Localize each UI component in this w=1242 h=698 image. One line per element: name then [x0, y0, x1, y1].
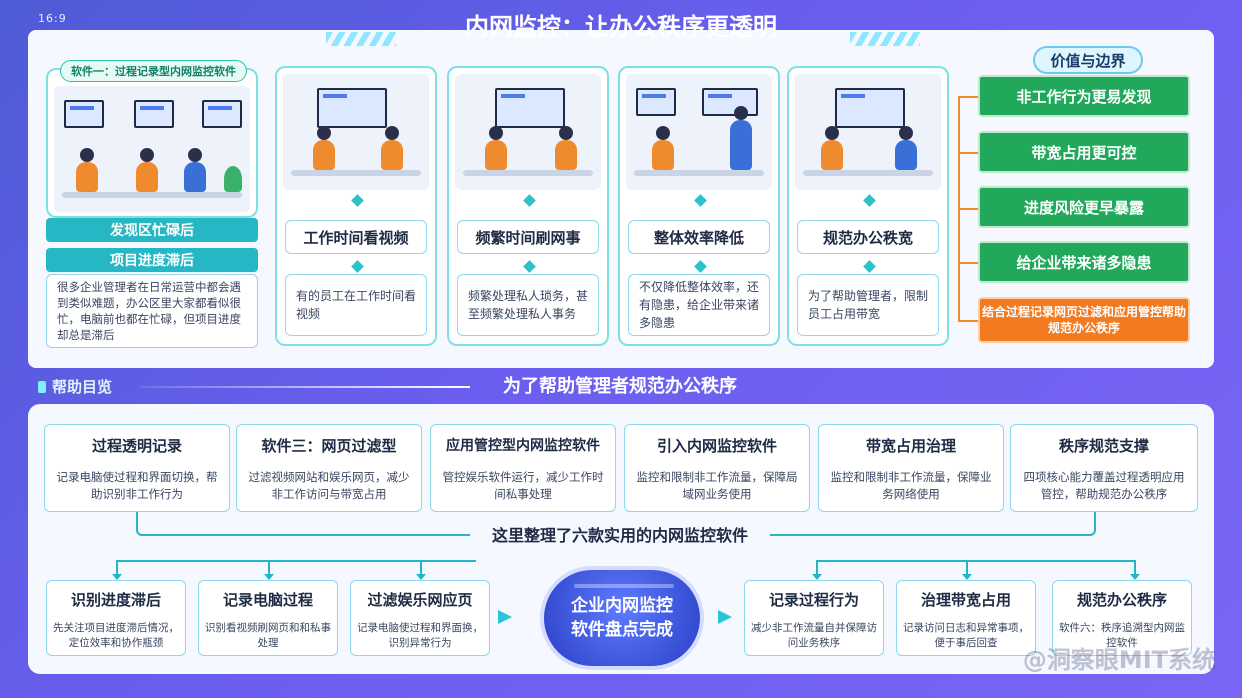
- step-card: 识别进度滞后 先关注项目进度滞后情况，定位效率和协作瓶颈: [46, 580, 186, 656]
- card-desc: 为了帮助管理者，限制员工占用带宽: [797, 274, 939, 336]
- feature-desc: 记录电脑使过程和界面切换，帮助识别非工作行为: [56, 470, 218, 501]
- connector-diamond: [523, 194, 536, 207]
- feature-desc: 过滤视频网站和娱乐网页，减少非工作访问与带宽占用: [248, 470, 410, 501]
- card-desc: 有的员工在工作时间看视频: [285, 274, 427, 336]
- drop-arrow: [112, 560, 122, 580]
- band-label: 帮助目览: [38, 376, 112, 397]
- step-title: 治理带宽占用: [920, 591, 1011, 609]
- office-scene-illustration: [54, 86, 250, 212]
- drop-arrow: [962, 560, 972, 580]
- feature-desc: 监控和限制非工作流量，保障局域网业务使用: [636, 470, 798, 501]
- feature-card: 软件三：网页过滤型 过滤视频网站和娱乐网页，减少非工作访问与带宽占用: [236, 424, 422, 512]
- band-divider: [140, 386, 470, 388]
- card-desc: 不仅降低整体效率，还有隐患，给企业带来诸多隐患: [628, 274, 770, 336]
- step-title: 过滤娱乐网应页: [367, 591, 473, 609]
- efficiency-scene-illustration: [626, 74, 772, 190]
- feature-title: 引入内网监控软件: [656, 437, 777, 455]
- card-caption: 频繁时间刷网事: [457, 220, 599, 254]
- connector-diamond: [351, 194, 364, 207]
- value-item: 给企业带来诸多隐患: [978, 241, 1190, 283]
- watermark: @洞察眼MIT系统: [1022, 646, 1216, 674]
- value-connector-tick: [958, 208, 978, 210]
- aspect-tag: 16:9: [38, 12, 67, 25]
- discovery-bar: 发现区忙碌后: [46, 218, 258, 242]
- feature-desc: 管控娱乐软件运行，减少工作时间私事处理: [442, 470, 604, 501]
- feature-desc: 监控和限制非工作流量，保障业务网络使用: [830, 470, 992, 501]
- feature-title: 应用管控型内网监控软件: [446, 438, 600, 454]
- feature-desc: 四项核心能力覆盖过程透明应用管控，帮助规范办公秩序: [1023, 470, 1185, 501]
- center-summary-badge: 企业内网监控 软件盘点完成: [540, 566, 704, 670]
- card-desc: 频繁处理私人琐务，甚至频繁处理私人事务: [457, 274, 599, 336]
- feature-title: 带宽占用治理: [865, 437, 956, 455]
- connector-diamond: [351, 260, 364, 273]
- step-title: 记录过程行为: [768, 591, 859, 609]
- card-caption: 工作时间看视频: [285, 220, 427, 254]
- browsing-scene-illustration: [455, 74, 601, 190]
- feature-title: 软件三：网页过滤型: [261, 437, 397, 455]
- card-caption: 规范办公秩宽: [797, 220, 939, 254]
- feature-card: 秩序规范支撑 四项核心能力覆盖过程透明应用管控，帮助规范办公秩序: [1010, 424, 1198, 512]
- step-title: 记录电脑过程: [222, 591, 313, 609]
- value-item: 非工作行为更易发现: [978, 75, 1190, 117]
- feature-title: 秩序规范支撑: [1058, 437, 1149, 455]
- connector-diamond: [694, 260, 707, 273]
- value-connector-tick: [958, 96, 978, 98]
- center-line-1: 企业内网监控: [571, 596, 673, 616]
- value-connector-tick: [958, 262, 978, 264]
- video-scene-illustration: [283, 74, 429, 190]
- step-card: 记录过程行为 减少非工作流量自并保障访问业务秩序: [744, 580, 884, 656]
- feature-card: 引入内网监控软件 监控和限制非工作流量，保障局域网业务使用: [624, 424, 810, 512]
- step-desc: 软件六：秩序追溯型内网监控软件: [1059, 622, 1185, 649]
- delay-bar: 项目进度滞后: [46, 248, 258, 272]
- center-line-2: 软件盘点完成: [571, 620, 673, 640]
- step-title: 识别进度滞后: [70, 591, 161, 609]
- arrow-right-icon: [498, 610, 512, 624]
- step-card: 治理带宽占用 记录访问日志和异常事项，便于事后回查: [896, 580, 1036, 656]
- summary-text: 这里整理了六款实用的内网监控软件: [470, 523, 770, 549]
- card-caption: 整体效率降低: [628, 220, 770, 254]
- value-item: 进度风险更早暴露: [978, 186, 1190, 228]
- card-video: 工作时间看视频 有的员工在工作时间看视频: [275, 66, 437, 346]
- value-connector-tick: [958, 320, 978, 322]
- value-highlight: 结合过程记录网页过滤和应用管控帮助规范办公秩序: [978, 297, 1190, 343]
- bandwidth-scene-illustration: [795, 74, 941, 190]
- title-stripes-left: [326, 32, 396, 46]
- connector-diamond: [694, 194, 707, 207]
- step-title: 规范办公秩序: [1076, 591, 1167, 609]
- feature-title: 过程透明记录: [91, 437, 182, 455]
- value-title: 价值与边界: [1033, 46, 1143, 74]
- feature-card: 过程透明记录 记录电脑使过程和界面切换，帮助识别非工作行为: [44, 424, 230, 512]
- step-desc: 记录电脑使过程和界面换，识别异常行为: [357, 622, 483, 649]
- feature-card: 应用管控型内网监控软件 管控娱乐软件运行，减少工作时间私事处理: [430, 424, 616, 512]
- step-desc: 识别看视频刷网页和和私事处理: [205, 622, 331, 649]
- step-desc: 先关注项目进度滞后情况，定位效率和协作瓶颈: [53, 622, 179, 649]
- drop-arrow: [416, 560, 426, 580]
- step-desc: 减少非工作流量自并保障访问业务秩序: [751, 622, 877, 649]
- software-one-desc: 很多企业管理者在日常运营中都会遇到类似难题，办公区里大家都看似很忙，电脑前也都在…: [46, 274, 258, 348]
- card-bandwidth: 规范办公秩宽 为了帮助管理者，限制员工占用带宽: [787, 66, 949, 346]
- value-connector-tick: [958, 152, 978, 154]
- card-browsing: 频繁时间刷网事 频繁处理私人琐务，甚至频繁处理私人事务: [447, 66, 609, 346]
- split-line-right: [816, 560, 1136, 562]
- band-title: 为了帮助管理者规范办公秩序: [503, 376, 737, 397]
- step-desc: 记录访问日志和异常事项，便于事后回查: [903, 622, 1029, 649]
- title-stripes-right: [850, 32, 920, 46]
- step-card: 记录电脑过程 识别看视频刷网页和和私事处理: [198, 580, 338, 656]
- step-card: 规范办公秩序 软件六：秩序追溯型内网监控软件: [1052, 580, 1192, 656]
- card-efficiency: 整体效率降低 不仅降低整体效率，还有隐患，给企业带来诸多隐患: [618, 66, 780, 346]
- drop-arrow: [264, 560, 274, 580]
- page-title: 内网监控：让办公秩序更透明: [465, 12, 777, 41]
- software-one-card: 软件一：过程记录型内网监控软件: [46, 60, 258, 218]
- software-one-label: 软件一：过程记录型内网监控软件: [60, 60, 247, 82]
- drop-arrow: [1130, 560, 1140, 580]
- connector-diamond: [863, 194, 876, 207]
- arrow-right-icon: [718, 610, 732, 624]
- step-card: 过滤娱乐网应页 记录电脑使过程和界面换，识别异常行为: [350, 580, 490, 656]
- value-item: 带宽占用更可控: [978, 131, 1190, 173]
- feature-card: 带宽占用治理 监控和限制非工作流量，保障业务网络使用: [818, 424, 1004, 512]
- connector-diamond: [863, 260, 876, 273]
- connector-diamond: [523, 260, 536, 273]
- split-line-left: [116, 560, 476, 562]
- drop-arrow: [812, 560, 822, 580]
